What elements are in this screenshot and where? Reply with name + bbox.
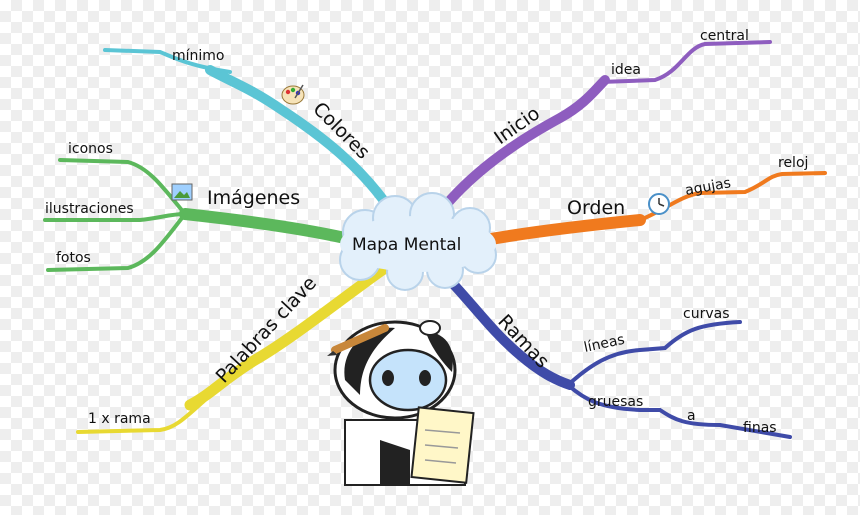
cow-mascot-illustration bbox=[327, 320, 475, 486]
branch-orden-line bbox=[479, 214, 646, 246]
branch-palabras-line bbox=[184, 262, 391, 411]
branch-orden-sub-1: reloj bbox=[778, 155, 808, 171]
branch-colores-line bbox=[205, 65, 397, 217]
branch-ramas-line bbox=[435, 265, 575, 390]
branch-ramas-sub-2: gruesas bbox=[588, 394, 643, 410]
branch-colores-sub-line bbox=[103, 48, 232, 74]
branch-imagenes-sub-2: fotos bbox=[56, 250, 91, 266]
clock-icon bbox=[648, 193, 670, 215]
branch-inicio: Inicio idea central bbox=[435, 28, 772, 217]
branch-ramas-sub-4: finas bbox=[743, 420, 777, 436]
image-icon bbox=[171, 183, 193, 201]
palette-icon bbox=[281, 84, 305, 105]
branch-palabras-sub-line bbox=[76, 398, 207, 434]
branch-imagenes: Imágenes iconos ilustraciones fotos bbox=[43, 141, 351, 272]
branch-orden-sub-0: agujas bbox=[684, 175, 732, 199]
central-cloud: Mapa Mental bbox=[339, 192, 497, 291]
branch-imagenes-sub-1: ilustraciones bbox=[45, 201, 134, 217]
central-topic: Mapa Mental bbox=[352, 235, 461, 255]
branch-orden-sub-line bbox=[638, 171, 827, 222]
branch-ramas-sub-3: a bbox=[687, 408, 696, 424]
branch-imagenes-sub-lines bbox=[43, 158, 187, 272]
branch-ramas-sub-lines bbox=[566, 320, 792, 439]
branch-orden-label: Orden bbox=[567, 197, 625, 219]
branch-colores-sub-0: mínimo bbox=[172, 48, 225, 64]
branch-imagenes-label: Imágenes bbox=[207, 187, 300, 209]
branch-orden: Orden agujas reloj bbox=[479, 155, 827, 246]
branch-inicio-sub-1: central bbox=[700, 28, 749, 44]
branch-inicio-sub-line bbox=[598, 40, 772, 84]
branch-ramas-sub-1: curvas bbox=[683, 306, 729, 322]
branch-imagenes-line bbox=[179, 208, 351, 244]
branch-inicio-sub-0: idea bbox=[611, 62, 641, 78]
branch-palabras-sub-0: 1 x rama bbox=[88, 411, 151, 427]
branch-ramas: Ramas líneas curvas gruesas a finas bbox=[435, 265, 792, 439]
branch-imagenes-sub-0: iconos bbox=[68, 141, 113, 157]
branch-inicio-line bbox=[435, 75, 610, 217]
